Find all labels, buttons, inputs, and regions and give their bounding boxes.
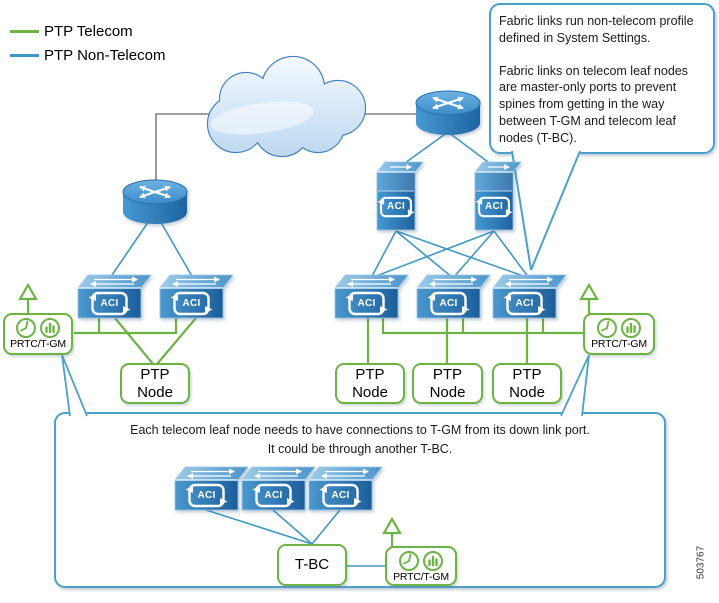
figure-number: 503767 — [695, 545, 707, 580]
clock-icon — [16, 318, 36, 338]
prtc-tgm-box-left: PRTC/T-GM — [3, 313, 73, 355]
fabric-note-text: Fabric links run non-telecom profile def… — [499, 13, 699, 147]
router-icon — [416, 91, 480, 135]
prtc-tgm-box-bottom: PRTC/T-GM — [385, 546, 457, 586]
ptp-node-label: PTP Node — [137, 365, 173, 401]
aci-logo-label: ACI — [100, 297, 119, 309]
aci-logo-label: ACI — [264, 489, 283, 501]
telecom-note-text: Each telecom leaf node needs to have con… — [60, 421, 660, 459]
ptp-node-box: PTP Node — [120, 363, 190, 404]
legend-label-non-telecom: PTP Non-Telecom — [44, 47, 166, 64]
prtc-icons — [596, 317, 642, 339]
aci-logo-label: ACI — [439, 297, 458, 309]
prtc-tgm-label: PRTC/T-GM — [393, 571, 449, 583]
fabric-note-paragraph-1: Fabric links run non-telecom profile def… — [499, 14, 694, 45]
t-bc-box: T-BC — [277, 544, 347, 586]
legend-swatch-telecom — [10, 30, 39, 33]
telecom-note-tail-left — [61, 354, 88, 417]
signal-bars-icon — [423, 551, 443, 571]
fabric-note-paragraph-2: Fabric links on telecom leaf nodes are m… — [499, 63, 688, 145]
clock-icon — [597, 318, 617, 338]
router-icon — [123, 180, 187, 224]
legend-label-telecom: PTP Telecom — [44, 23, 133, 40]
legend-swatch-non-telecom — [10, 54, 39, 57]
aci-logo-label: ACI — [515, 297, 534, 309]
telecom-note-tail-right — [560, 354, 590, 417]
aci-logo-label: ACI — [331, 489, 350, 501]
t-bc-label: T-BC — [294, 556, 330, 573]
telecom-note-line-2: It could be through another T-BC. — [267, 442, 453, 456]
aci-logo-label: ACI — [182, 297, 201, 309]
ptp-node-label: PTP Node — [352, 365, 388, 401]
aci-logo-label: ACI — [484, 201, 504, 212]
prtc-tgm-label: PRTC/T-GM — [10, 338, 66, 350]
signal-bars-icon — [621, 318, 641, 338]
ptp-node-label: PTP Node — [429, 365, 466, 401]
prtc-tgm-label: PRTC/T-GM — [591, 338, 647, 350]
antenna-icon — [18, 282, 38, 301]
spine-switch-icon — [475, 162, 521, 230]
antenna-icon — [382, 516, 402, 535]
spine-switch-icon — [377, 162, 423, 230]
fabric-note-tail — [511, 150, 581, 271]
prtc-tgm-box-right: PRTC/T-GM — [583, 313, 655, 355]
signal-bars-icon — [40, 318, 60, 338]
telecom-links — [26, 299, 591, 547]
prtc-icons — [398, 550, 444, 572]
ptp-node-label: PTP Node — [509, 365, 545, 401]
fabric-note-box — [489, 3, 715, 154]
ptp-node-box: PTP Node — [335, 363, 405, 404]
cloud-icon — [206, 55, 367, 158]
antenna-icons — [18, 282, 599, 535]
aci-logo-label: ACI — [357, 297, 376, 309]
telecom-note-line-1: Each telecom leaf node needs to have con… — [130, 423, 590, 437]
ptp-node-box: PTP Node — [492, 363, 562, 404]
antenna-icon — [579, 282, 599, 301]
ptp-node-box: PTP Node — [412, 363, 483, 404]
prtc-icons — [15, 317, 61, 339]
clock-icon — [399, 551, 419, 571]
aci-logo-label: ACI — [386, 201, 406, 212]
aci-logo-label: ACI — [197, 489, 216, 501]
